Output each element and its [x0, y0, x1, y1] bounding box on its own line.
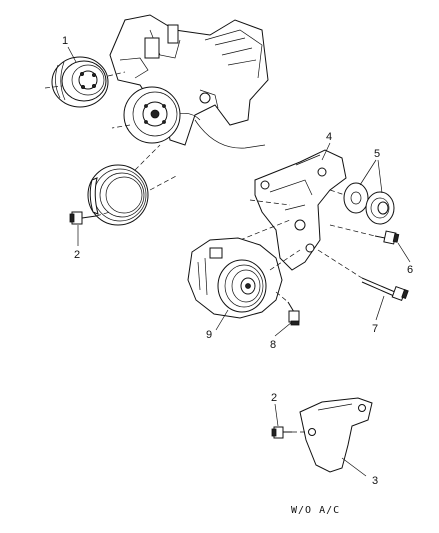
- callout-3: 3: [372, 475, 378, 487]
- callout-2-lower: 2: [271, 392, 277, 404]
- bolt-8: [275, 291, 300, 326]
- configuration-note: W/O A/C: [291, 505, 340, 516]
- bolt-6: [329, 224, 400, 245]
- mounting-bracket: [239, 149, 347, 271]
- bolt-2-lower: [271, 426, 292, 439]
- callout-6: 6: [407, 264, 413, 276]
- callout-2-left: 2: [74, 249, 80, 261]
- leader-lines: [67, 46, 411, 477]
- bolt-7: [317, 249, 409, 301]
- bolt-2-left: [69, 211, 111, 225]
- lower-bracket: [292, 397, 373, 473]
- callout-9: 9: [206, 329, 212, 341]
- accessory-unit: [187, 237, 301, 319]
- pulley-1: [44, 56, 126, 108]
- callout-4: 4: [326, 131, 332, 143]
- callout-8: 8: [270, 339, 276, 351]
- idler-pulleys: [329, 182, 395, 225]
- callout-7: 7: [372, 323, 378, 335]
- callout-1: 1: [62, 35, 68, 47]
- crankshaft-damper: [111, 86, 181, 144]
- engine-block: [109, 14, 269, 149]
- callout-5: 5: [374, 148, 380, 160]
- crank-pulley: [87, 144, 179, 226]
